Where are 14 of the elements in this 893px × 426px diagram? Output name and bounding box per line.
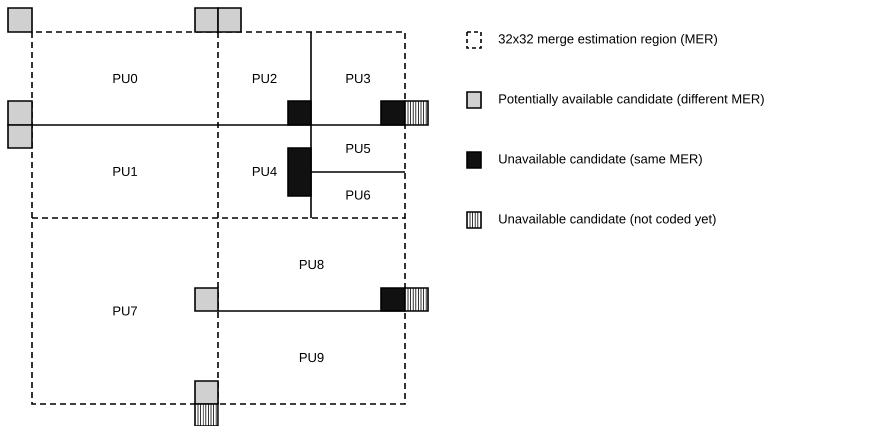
region-label: PU3 — [346, 74, 370, 84]
region-label: PU5 — [346, 144, 370, 154]
legend-text: Unavailable candidate (same MER) — [499, 154, 702, 166]
region-label: PU0 — [113, 74, 138, 84]
region-label: PU2 — [252, 74, 276, 84]
legend-text: Potentially available candidate (different MER) — [499, 94, 764, 106]
region-label: PU9 — [300, 352, 324, 362]
region-label: PU6 — [346, 190, 370, 200]
legend-text: Unavailable candidate (not coded yet) — [499, 214, 716, 226]
legend-text: 32x32 merge estimation region (MER) — [498, 34, 718, 46]
region-label: PU1 — [113, 166, 138, 176]
region-label: PU7 — [113, 306, 137, 316]
region-label: PU4 — [252, 166, 277, 176]
region-label: PU8 — [300, 260, 324, 270]
